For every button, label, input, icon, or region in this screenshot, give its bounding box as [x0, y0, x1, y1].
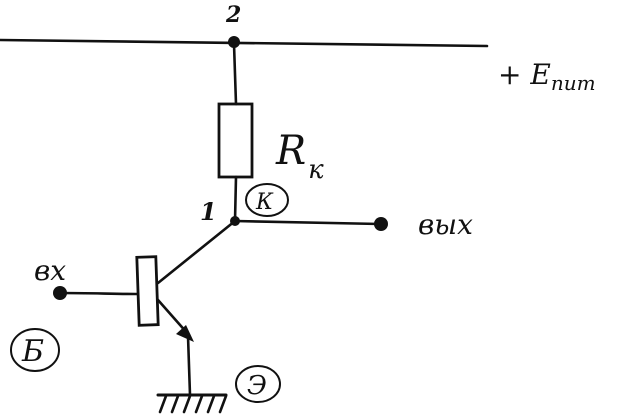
supply-label: + Eпит: [498, 58, 596, 95]
supply-label-sub: пит: [551, 71, 596, 95]
base-marker-circle: [10, 328, 60, 372]
output-terminal: [374, 217, 388, 231]
input-wire: [58, 291, 140, 296]
base-label: Б: [21, 334, 44, 369]
node-2-junction: [228, 36, 240, 48]
supply-label-main: + E: [498, 58, 551, 91]
resistor-label: Rк: [275, 128, 324, 185]
resistor-label-main: R: [275, 128, 306, 174]
emitter-arrow-icon: [176, 325, 194, 342]
collector-label: К: [255, 190, 274, 215]
supply-rail: [0, 38, 489, 48]
ground-hatch-icon: [158, 394, 228, 414]
output-wire: [233, 219, 382, 226]
emitter-to-ground-wire: [186, 334, 192, 397]
collector-lead: [156, 219, 237, 285]
emitter-marker-circle: [235, 365, 281, 403]
node-2-label: 2: [225, 2, 241, 28]
resistor-label-sub: к: [308, 155, 324, 185]
resistor-rk: [217, 102, 254, 179]
input-label: вх: [34, 254, 66, 287]
wire-node2-resistor: [232, 42, 238, 106]
transistor-base-bar: [135, 255, 160, 327]
node-1-label: 1: [200, 197, 217, 226]
collector-marker-circle: [245, 183, 289, 217]
wire-resistor-node1: [233, 175, 238, 223]
emitter-label: Э: [247, 371, 267, 401]
output-label: вых: [418, 208, 473, 241]
